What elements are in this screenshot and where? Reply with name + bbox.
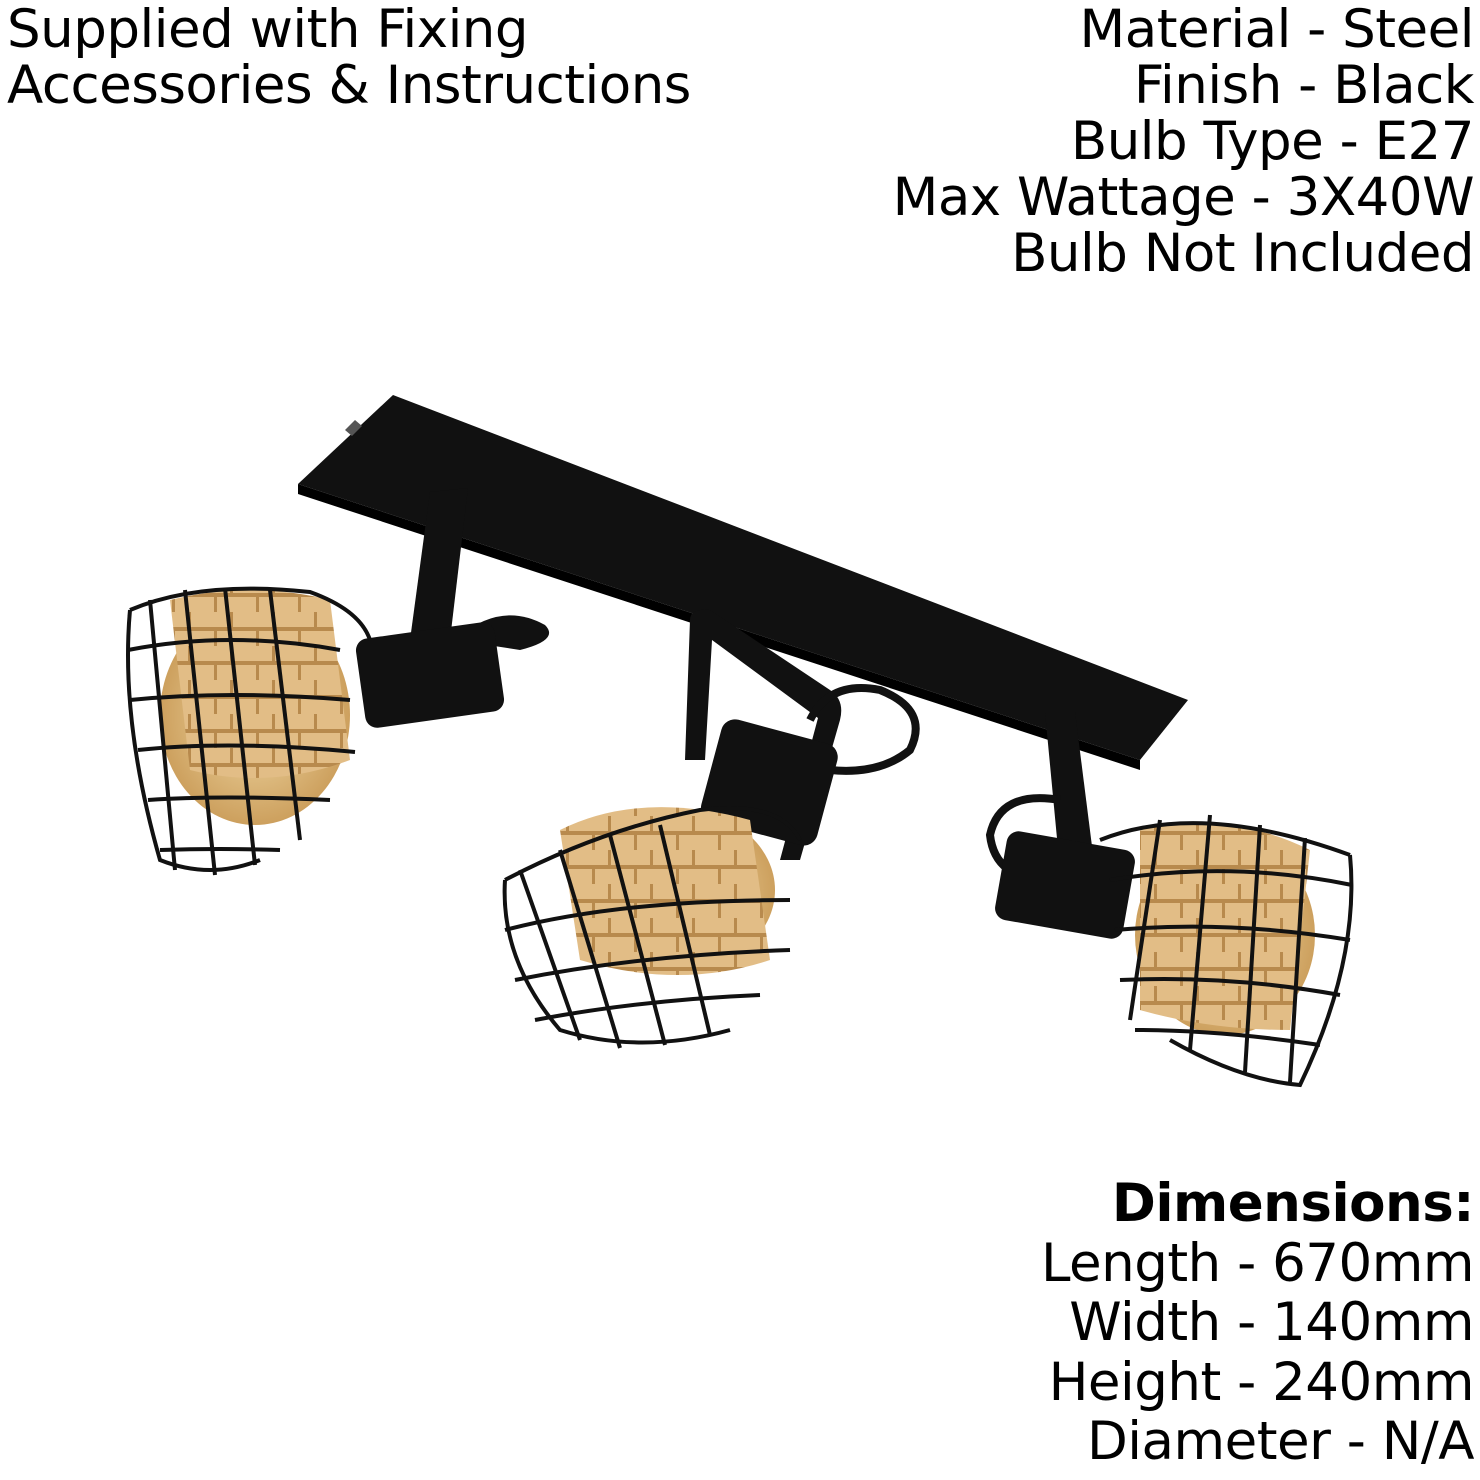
dimensions: Dimensions: Length - 670mm Width - 140mm… [1040,1173,1475,1472]
lamp-left [126,488,550,876]
lamp-right-cage [1099,814,1354,1088]
lamp-left-holder [355,622,505,728]
lamp-middle-holder [700,719,838,846]
lamp-middle [502,609,920,1049]
supply-note-line-2: Accessories & Instructions [7,55,691,116]
bar-plate [298,395,1188,760]
supply-note: Supplied with Fixing Accessories & Instr… [7,2,691,114]
lamp-right-arm [1045,712,1095,870]
spec-max-wattage: Max Wattage - 3X40W [892,167,1475,228]
lamp-middle-cage [502,806,802,1049]
spec-bulb-type: Bulb Type - E27 [1070,111,1475,172]
lamp-middle-cable [806,684,920,775]
supply-note-line-1: Supplied with Fixing [7,0,529,60]
spec-bulb-not-included: Bulb Not Included [1011,223,1474,284]
dimension-diameter: Diameter - N/A [1086,1411,1475,1472]
lamp-right-holder [995,831,1135,939]
triple-spotlight-bar-icon [126,395,1354,1088]
spec-material: Material - Steel [1079,0,1475,60]
spec-finish: Finish - Black [1133,55,1475,116]
lamp-left-cage [126,586,372,876]
dimensions-heading: Dimensions: [1111,1173,1475,1234]
lamp-left-rattan [170,590,350,778]
lamp-left-arm [410,488,468,640]
dimension-length: Length - 670mm [1040,1232,1475,1294]
specifications: Material - Steel Finish - Black Bulb Typ… [892,0,1475,284]
dimension-height: Height - 240mm [1048,1351,1475,1413]
lamp-right [985,712,1354,1088]
dimension-width: Width - 140mm [1069,1292,1474,1353]
